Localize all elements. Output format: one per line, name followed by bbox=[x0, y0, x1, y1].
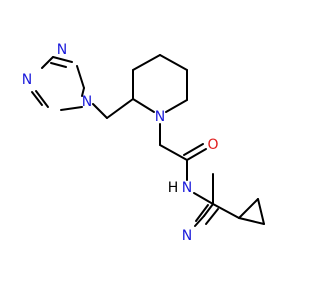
atom-n1-label: N bbox=[82, 94, 92, 110]
bond bbox=[193, 192, 214, 205]
cyclopropyl-ring bbox=[238, 198, 265, 225]
bond bbox=[31, 91, 43, 106]
bond bbox=[159, 54, 188, 71]
bond bbox=[183, 143, 204, 156]
triazole-ring bbox=[31, 56, 85, 111]
bond bbox=[186, 148, 207, 161]
bond bbox=[35, 90, 49, 108]
bond bbox=[76, 65, 85, 89]
bond bbox=[195, 204, 209, 222]
bond bbox=[52, 56, 73, 63]
bond bbox=[205, 208, 219, 225]
atom-n4-label: N bbox=[57, 42, 67, 58]
bond bbox=[41, 56, 54, 69]
bond bbox=[92, 103, 108, 119]
bond bbox=[238, 217, 265, 225]
bond bbox=[257, 198, 265, 225]
bond bbox=[50, 62, 67, 68]
bond bbox=[203, 203, 214, 217]
atom-carbonyl-o-label: O bbox=[207, 137, 218, 153]
bond bbox=[132, 98, 155, 113]
atom-amide-h-label: H bbox=[168, 180, 179, 196]
bond bbox=[132, 54, 161, 71]
bond bbox=[165, 99, 188, 113]
atom-amide-n-label: N bbox=[182, 180, 192, 196]
bond bbox=[194, 215, 205, 227]
molecule-structure: N N N N O N H N bbox=[22, 42, 265, 244]
bond bbox=[106, 98, 134, 119]
structure-canvas: N N N N O N H N bbox=[22, 42, 265, 244]
atom-piperidine-n-label: N bbox=[155, 109, 165, 125]
bond bbox=[238, 198, 259, 219]
bond bbox=[159, 144, 188, 161]
piperidine-ring bbox=[132, 54, 188, 113]
bond bbox=[81, 87, 85, 97]
atom-nitrile-n-label: N bbox=[182, 228, 192, 244]
bond bbox=[60, 106, 83, 111]
atom-n2-label: N bbox=[22, 72, 32, 88]
bond bbox=[212, 203, 240, 219]
